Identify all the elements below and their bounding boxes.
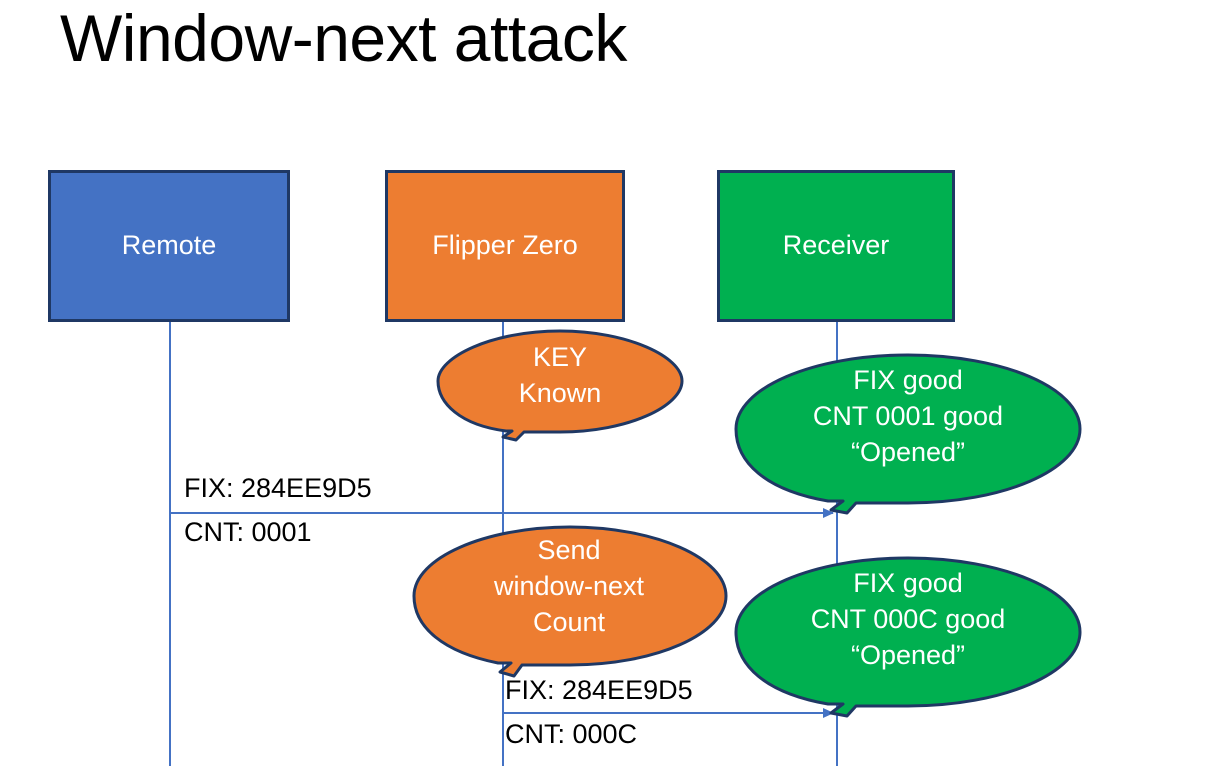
callout-receiver-ack-1: [734, 353, 1082, 515]
actor-box-remote[interactable]: Remote: [48, 170, 290, 322]
callout-receiver-ack-2: [734, 556, 1082, 718]
message-1-fix-label: FIX: 284EE9D5: [184, 473, 372, 503]
callout-send-window-next: [412, 525, 728, 678]
message-1-cnt-label: CNT: 0001: [184, 517, 312, 547]
message-2-cnt-label: CNT: 000C: [505, 719, 638, 749]
actor-label-remote: Remote: [121, 230, 217, 261]
callout-key-known: [436, 329, 684, 442]
actor-label-receiver: Receiver: [782, 230, 890, 261]
actor-box-flipper[interactable]: Flipper Zero: [385, 170, 625, 322]
actor-box-receiver[interactable]: Receiver: [717, 170, 955, 322]
slide-title: Window-next attack: [60, 1, 627, 75]
actor-label-flipper: Flipper Zero: [432, 230, 578, 261]
message-2-fix-label: FIX: 284EE9D5: [505, 675, 693, 705]
